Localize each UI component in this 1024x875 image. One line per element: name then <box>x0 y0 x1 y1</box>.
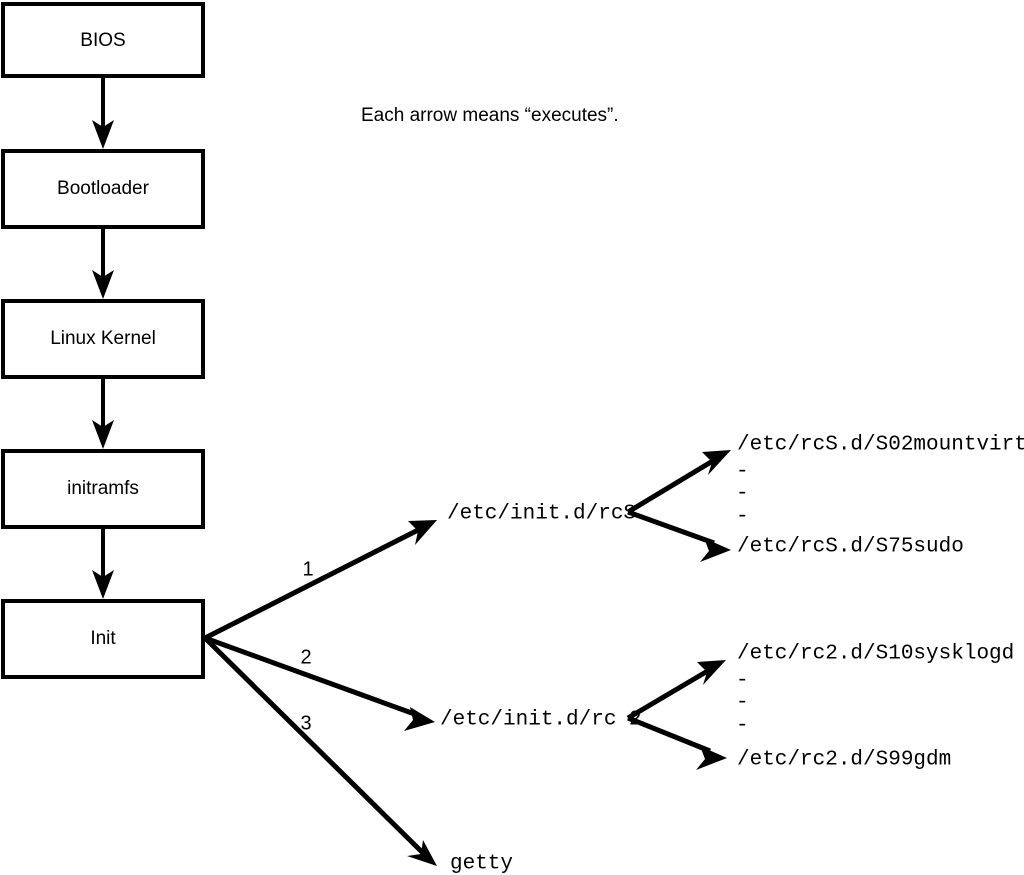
rcs-script-first: /etc/rcS.d/S02mountvirtfs <box>737 434 1024 457</box>
rc2-ellipsis-dash-1: - <box>736 670 749 693</box>
arrow-rcs-to-last-script <box>627 509 731 562</box>
branch-number-2: 2 <box>300 646 311 668</box>
node-bios-label: BIOS <box>80 30 125 51</box>
branch-number-3: 3 <box>300 712 311 734</box>
rcs-ellipsis-dash-2: - <box>736 483 749 506</box>
rc2-script-first: /etc/rc2.d/S10sysklogd <box>737 643 1014 666</box>
node-rcs-label[interactable]: /etc/init.d/rcS <box>447 503 636 526</box>
rc2-ellipsis-dash-3: - <box>736 715 749 738</box>
branch-number-1: 1 <box>302 558 313 580</box>
node-initramfs[interactable]: initramfs <box>1 449 205 529</box>
rc2-ellipsis-dash-2: - <box>736 692 749 715</box>
rcs-script-last: /etc/rcS.d/S75sudo <box>737 536 964 559</box>
node-bootloader[interactable]: Bootloader <box>1 149 205 229</box>
node-bios[interactable]: BIOS <box>1 2 205 78</box>
node-linux-kernel[interactable]: Linux Kernel <box>1 299 205 379</box>
legend-note: Each arrow means “executes”. <box>361 105 619 126</box>
rcs-ellipsis-dash-1: - <box>736 461 749 484</box>
node-init[interactable]: Init <box>1 599 205 679</box>
arrow-bios-to-bootloader <box>92 76 114 149</box>
node-getty-label[interactable]: getty <box>450 853 513 875</box>
arrow-initramfs-to-init <box>92 527 114 599</box>
node-bootloader-label: Bootloader <box>57 178 150 199</box>
arrow-bootloader-to-kernel <box>92 227 114 299</box>
arrow-init-branch-1 <box>203 520 437 641</box>
node-rc2-label[interactable]: /etc/init.d/rc 2 <box>440 709 642 732</box>
rcs-ellipsis-dash-3: - <box>736 506 749 529</box>
node-linux-kernel-label: Linux Kernel <box>50 328 156 349</box>
node-init-label: Init <box>90 628 116 649</box>
arrow-kernel-to-initramfs <box>92 377 114 449</box>
node-initramfs-label: initramfs <box>67 478 139 499</box>
arrow-rc2-to-last-script <box>627 715 727 770</box>
arrow-rc2-to-first-script <box>626 660 726 721</box>
rc2-script-last: /etc/rc2.d/S99gdm <box>737 749 951 772</box>
arrow-rcs-to-first-script <box>626 450 731 515</box>
arrow-init-branch-3 <box>203 636 437 866</box>
arrow-init-branch-2 <box>204 635 435 731</box>
